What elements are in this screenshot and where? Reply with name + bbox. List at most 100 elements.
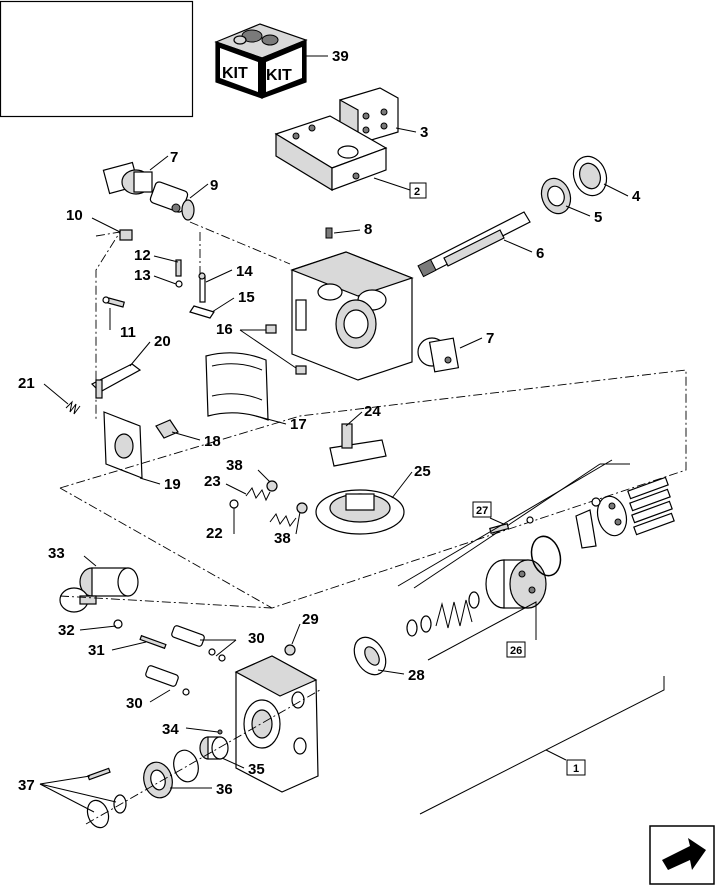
callout-31: 31 xyxy=(88,642,105,659)
callout-24: 24 xyxy=(364,403,381,420)
callout-11: 11 xyxy=(120,324,136,341)
ball-guide-part[interactable] xyxy=(591,497,601,507)
callout-17: 17 xyxy=(290,416,307,433)
hold-down-part[interactable] xyxy=(575,509,597,549)
kit-box-icon[interactable]: KIT KIT xyxy=(214,23,308,99)
swash-bearing-part-17[interactable] xyxy=(205,352,269,421)
bracket-part-20[interactable] xyxy=(90,363,142,399)
callout-38-bottom: 38 xyxy=(274,530,291,547)
callout-38-top: 38 xyxy=(226,457,243,474)
assembly-outline xyxy=(59,369,687,609)
group-bracket-top xyxy=(397,459,613,587)
pump-housing-part[interactable] xyxy=(290,251,414,381)
relief-valve-part-30-top[interactable] xyxy=(171,625,226,662)
title-frame xyxy=(0,0,194,118)
ring-part-13[interactable] xyxy=(175,280,183,288)
cylinder-spring-part[interactable] xyxy=(435,599,473,629)
callout-10: 10 xyxy=(66,207,83,224)
spring-pin-12[interactable] xyxy=(175,259,182,277)
callout-18: 18 xyxy=(204,433,221,450)
relief-valve-part-30-bottom[interactable] xyxy=(145,665,190,696)
callout-36: 36 xyxy=(216,781,233,798)
link-part-15[interactable] xyxy=(189,305,215,319)
spring-part-23[interactable] xyxy=(245,486,271,502)
kit-label-left: KIT xyxy=(222,65,248,82)
callout-30-bottom: 30 xyxy=(126,695,143,712)
plug-part-8[interactable] xyxy=(325,227,333,239)
servo-cover-part-b[interactable] xyxy=(417,337,460,373)
servo-piston-part[interactable] xyxy=(149,181,195,221)
fitting-part-29[interactable] xyxy=(284,644,296,656)
small-washer-part[interactable] xyxy=(526,516,534,524)
plug-part-16b[interactable] xyxy=(295,365,307,375)
callout-7-top: 7 xyxy=(170,149,178,166)
next-page-arrow-icon[interactable] xyxy=(649,825,715,885)
end-cap-housing-part[interactable] xyxy=(234,655,319,793)
bushing-part-35[interactable] xyxy=(199,736,229,760)
callout-34: 34 xyxy=(162,721,179,738)
guide-plate-part-19[interactable] xyxy=(103,411,143,479)
callout-6: 6 xyxy=(536,245,544,262)
swash-link-part-24[interactable] xyxy=(329,423,387,467)
callout-8: 8 xyxy=(364,221,372,238)
callout-37: 37 xyxy=(18,777,35,794)
guide-pin-part[interactable] xyxy=(489,523,510,534)
callout-15: 15 xyxy=(238,289,255,306)
pin-part-10[interactable] xyxy=(119,229,133,241)
callout-22: 22 xyxy=(206,525,223,542)
ref-box-1 xyxy=(566,759,586,776)
ball-bearing-part[interactable] xyxy=(537,174,576,217)
gear-part[interactable] xyxy=(59,587,97,613)
swashplate-part-25[interactable] xyxy=(315,489,405,535)
seal-set-part-37[interactable] xyxy=(84,767,127,830)
valve-plate-part-28[interactable] xyxy=(348,632,392,681)
spring-seat-part[interactable] xyxy=(468,591,480,609)
callout-35: 35 xyxy=(248,761,265,778)
plug-part-16a[interactable] xyxy=(265,324,277,334)
pin-part-31[interactable] xyxy=(139,634,167,650)
callout-27: 27 xyxy=(476,505,488,517)
charge-pump-part-33[interactable] xyxy=(79,567,139,597)
cylinder-block-part[interactable] xyxy=(485,559,547,609)
drive-shaft-part[interactable] xyxy=(417,211,531,278)
callout-19: 19 xyxy=(164,476,181,493)
spring-part-21[interactable] xyxy=(65,400,81,415)
bolt-part-11[interactable] xyxy=(102,296,125,308)
retainer-plate-part[interactable] xyxy=(593,493,630,539)
lever-pin-part-14[interactable] xyxy=(198,272,206,303)
callout-3: 3 xyxy=(420,124,428,141)
callout-33: 33 xyxy=(48,545,65,562)
servo-outline xyxy=(95,231,121,420)
callout-1: 1 xyxy=(573,763,579,775)
washer-part-22[interactable] xyxy=(229,499,239,509)
callout-25: 25 xyxy=(414,463,431,480)
callout-9: 9 xyxy=(210,177,218,194)
callout-20: 20 xyxy=(154,333,171,350)
callout-21: 21 xyxy=(18,375,35,392)
mounting-plate-part[interactable] xyxy=(274,115,388,192)
callout-2: 2 xyxy=(414,186,420,198)
bearing-ring-part[interactable] xyxy=(568,152,612,201)
callout-29: 29 xyxy=(302,611,319,628)
group-bracket-bottom xyxy=(419,676,665,815)
callout-12: 12 xyxy=(134,247,151,264)
bearing-part-36[interactable] xyxy=(140,747,202,801)
spring-part-38-top[interactable] xyxy=(266,480,278,492)
callout-7-mid: 7 xyxy=(486,330,494,347)
servo-axis xyxy=(189,221,291,265)
piston-set-part[interactable] xyxy=(627,476,675,536)
pin-part-34[interactable] xyxy=(217,729,223,735)
spring-part-38-bottom[interactable] xyxy=(269,502,308,528)
callout-14: 14 xyxy=(236,263,253,280)
ref-box-2 xyxy=(409,182,427,199)
seal-part-32[interactable] xyxy=(113,619,123,629)
main-axis xyxy=(85,689,321,825)
servo-cover-part[interactable] xyxy=(102,161,153,195)
slide-block-part-18[interactable] xyxy=(155,419,179,439)
retaining-ring-part[interactable] xyxy=(527,533,564,579)
kit-label-right: KIT xyxy=(266,67,292,84)
ref-box-27 xyxy=(472,501,492,518)
snap-ring-part[interactable] xyxy=(406,619,418,637)
washer-part[interactable] xyxy=(420,615,432,633)
